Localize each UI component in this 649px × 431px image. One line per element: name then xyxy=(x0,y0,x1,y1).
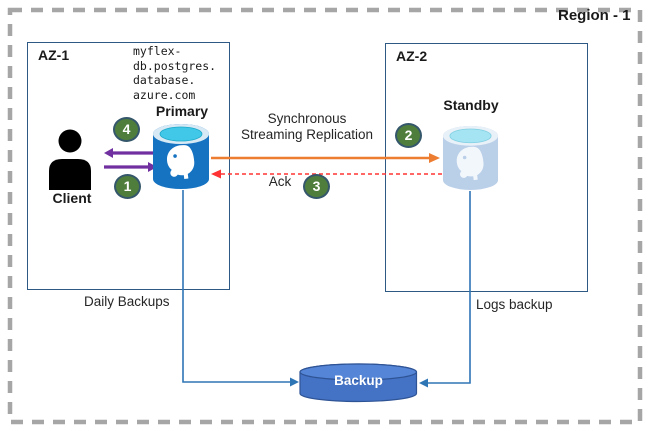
client-label: Client xyxy=(52,190,92,206)
region-label: Region - 1 xyxy=(558,7,631,24)
primary-postgres-icon xyxy=(153,124,209,189)
primary-cylinder-top xyxy=(159,126,203,142)
elephant-silhouette xyxy=(456,146,484,181)
primary-hostname: myflex- db.postgres. database. azure.com xyxy=(133,44,217,102)
elephant-silhouette xyxy=(166,145,195,179)
daily-backup-arrowhead xyxy=(290,377,299,387)
step-badge-4: 4 xyxy=(113,117,140,142)
step-badge-2: 2 xyxy=(395,123,422,148)
step-badge-3: 3 xyxy=(303,174,330,199)
backup-cylinder-icon xyxy=(299,363,418,403)
primary-label: Primary xyxy=(155,103,209,119)
client-person-icon xyxy=(49,129,91,190)
step-badge-1: 1 xyxy=(114,174,141,199)
logs-backup-arrowhead xyxy=(419,378,428,388)
backup-label: Backup xyxy=(334,373,383,388)
standby-cylinder-top xyxy=(449,128,492,144)
backup-cylinder-top xyxy=(299,363,418,381)
zone-az2-label: AZ-2 xyxy=(396,48,428,64)
logs-backup-label: Logs backup xyxy=(476,297,553,312)
zone-az1-label: AZ-1 xyxy=(38,47,70,63)
standby-label: Standby xyxy=(443,97,499,113)
daily-backups-label: Daily Backups xyxy=(84,294,170,309)
replication-label: Synchronous Streaming Replication xyxy=(240,111,374,142)
standby-postgres-icon xyxy=(442,126,499,190)
ack-label: Ack xyxy=(268,174,292,189)
